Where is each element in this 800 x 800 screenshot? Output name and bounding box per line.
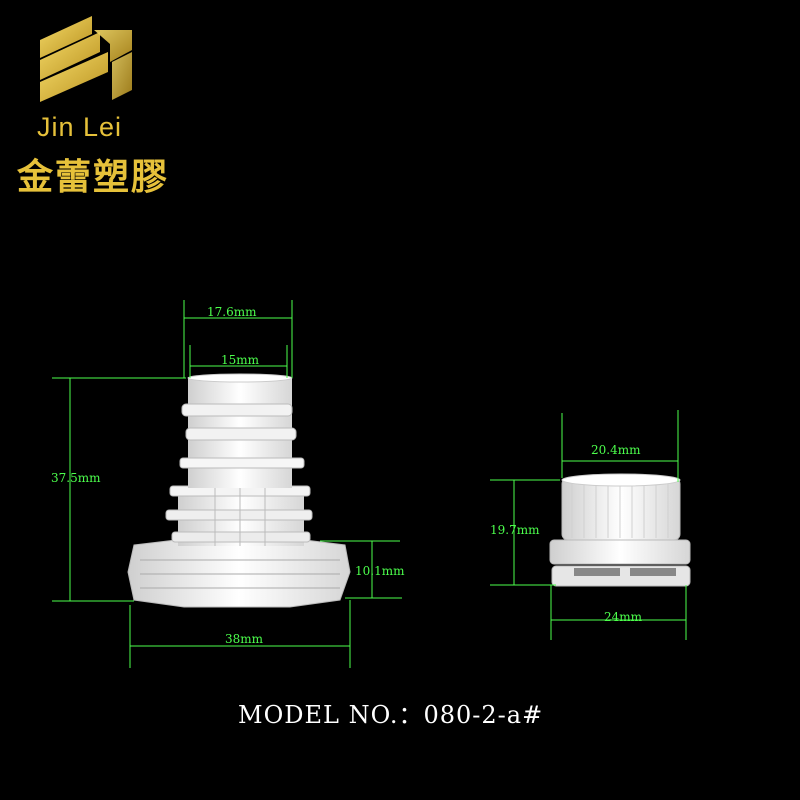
brand-name-en: Jin Lei bbox=[37, 112, 123, 142]
spout-image bbox=[127, 373, 351, 608]
model-number: MODEL NO.：080-2-a# bbox=[238, 701, 544, 729]
dimension-lines bbox=[52, 300, 687, 668]
dim-spout-outer-diameter: 17.6mm bbox=[207, 305, 257, 319]
dim-base-height: 10.1mm bbox=[355, 564, 405, 578]
dim-cap-height: 19.7mm bbox=[490, 523, 540, 537]
dim-cap-outer-diameter: 24mm bbox=[604, 610, 643, 624]
dim-spout-height: 37.5mm bbox=[51, 471, 101, 485]
dim-spout-inner-diameter: 15mm bbox=[221, 353, 260, 367]
dim-base-width: 38mm bbox=[225, 632, 264, 646]
cap-image bbox=[549, 473, 691, 587]
brand-name-cn: 金蕾塑膠 bbox=[17, 157, 170, 198]
dim-cap-inner-diameter: 20.4mm bbox=[591, 443, 641, 457]
